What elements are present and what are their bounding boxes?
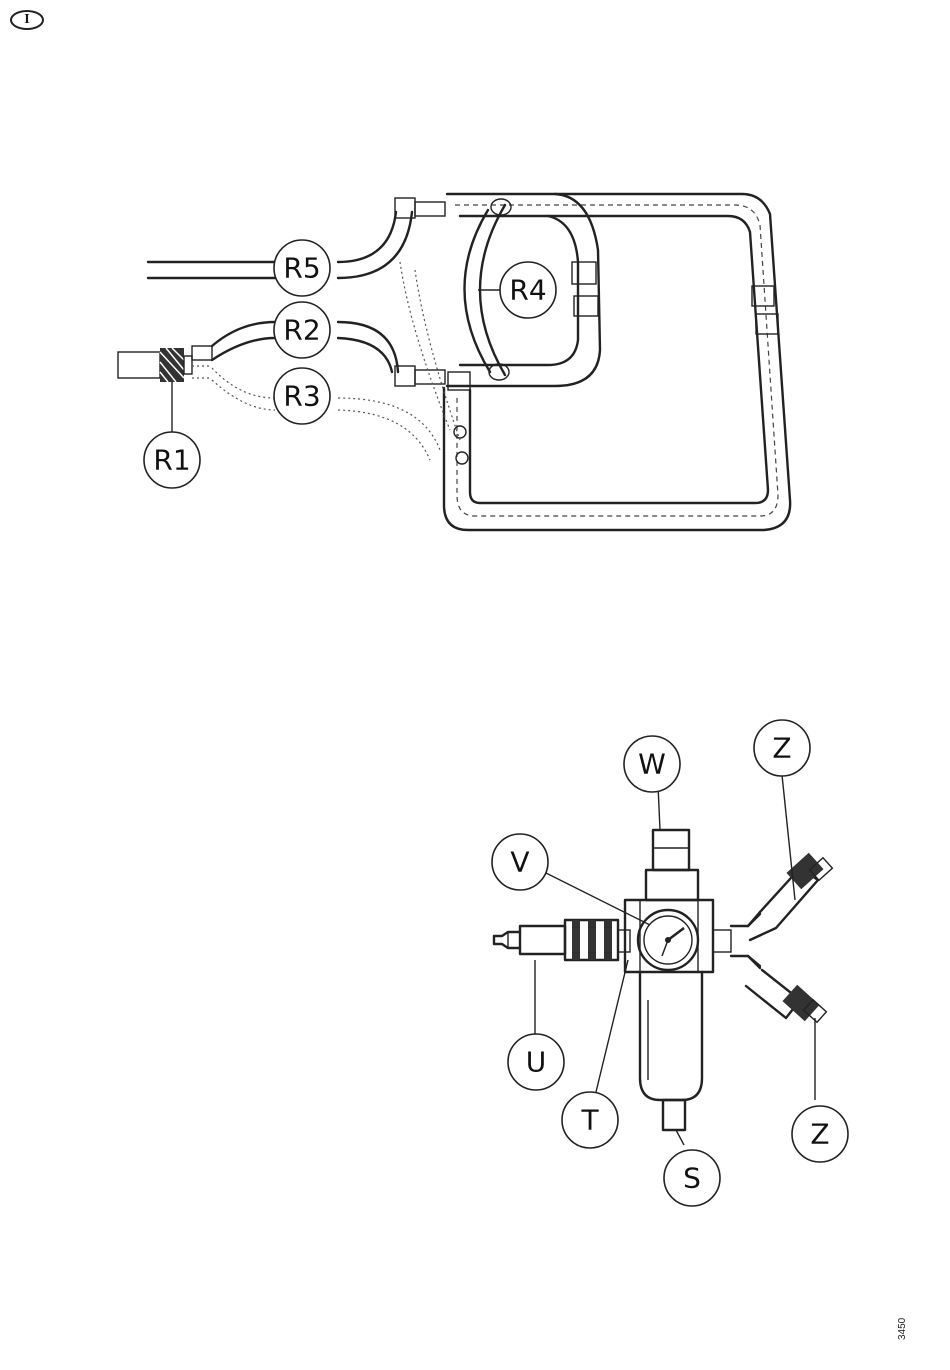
svg-text:Z: Z <box>810 1118 829 1151</box>
document-number: 3450 <box>897 1318 908 1340</box>
callout-z-top: Z <box>754 720 810 776</box>
filter-regulator-figure <box>494 775 832 1145</box>
callout-v: V <box>492 834 548 890</box>
svg-text:Z: Z <box>772 732 791 765</box>
callout-r2: R2 <box>274 302 330 358</box>
callout-r4: R4 <box>500 262 556 318</box>
svg-text:W: W <box>638 748 666 781</box>
callout-r3: R3 <box>274 368 330 424</box>
callout-s: S <box>664 1150 720 1206</box>
callout-z-bottom: Z <box>792 1106 848 1162</box>
callout-u: U <box>508 1034 564 1090</box>
callout-r1: R1 <box>144 432 200 488</box>
svg-text:S: S <box>683 1162 701 1195</box>
svg-text:R5: R5 <box>283 252 320 285</box>
callout-r5: R5 <box>274 240 330 296</box>
svg-text:R3: R3 <box>283 380 320 413</box>
svg-text:T: T <box>580 1104 599 1137</box>
callout-w: W <box>624 736 680 792</box>
svg-text:V: V <box>510 846 529 879</box>
callout-t: T <box>562 1092 618 1148</box>
svg-text:R1: R1 <box>153 444 190 477</box>
svg-text:R2: R2 <box>283 314 320 347</box>
hose-loop-figure <box>118 194 790 530</box>
svg-text:R4: R4 <box>509 274 546 307</box>
svg-text:U: U <box>526 1046 547 1079</box>
